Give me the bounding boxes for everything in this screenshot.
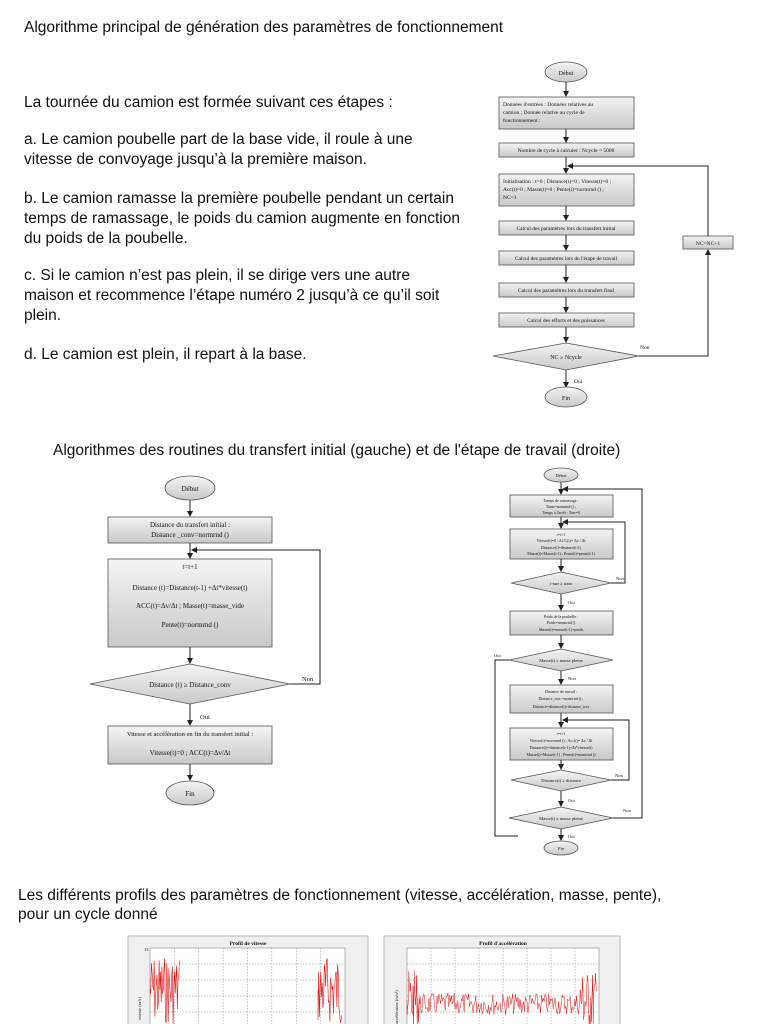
flow3-box4	[509, 684, 614, 714]
flow3-box2-line4: Masse(t)=Masse(t-1) ; Pente(t)=pente(t-1…	[527, 551, 595, 556]
flow3-box3-line2: Poids=normrnd ()	[547, 620, 576, 625]
flow3-d2-oui: Oui	[494, 653, 501, 658]
flow3-box5-line1: t=t+1	[557, 731, 566, 736]
section2-title: Algorithmes des routines du transfert in…	[53, 442, 621, 459]
flow1-init-line1: Initialisation : t=0 ; Distance(t)=0 ; V…	[503, 178, 611, 185]
flow1-calc-efforts-label: Calcul des efforts et des puissances	[527, 317, 605, 324]
flow3-box4-line2: Distance_trav =normrnd () ;	[538, 696, 583, 701]
flow1-init-box	[498, 173, 635, 207]
flow1-calc-final-label: Calcul des paramètres lors du transfert …	[518, 287, 615, 294]
flow1-end-label: Fin	[562, 396, 570, 402]
flow2-oui-label: Oui	[200, 714, 210, 721]
speed-chart-ytick: 15	[144, 947, 149, 952]
step-c: c. Si le camion n’est pas plein, il se d…	[24, 267, 440, 324]
flow3-box2-line2: Vitesse(t)=0 ; ACC(t)= Δv / Δt	[536, 538, 586, 543]
flow3-end-node	[543, 840, 579, 856]
flow2-loop-line1: t=t+1	[182, 563, 198, 571]
flow1-increment-label: NC=NC+1	[696, 241, 720, 247]
section3-title-line2: pour un cycle donné	[18, 906, 158, 923]
flow1-init-line2: Acc(t)=0 ; Masse(t)=0 ; Pente(t)=normrnd…	[503, 186, 604, 193]
flow3-end-label: Fin	[558, 846, 565, 851]
flow2-loop-box	[107, 558, 273, 648]
flow3-box5-line4: Masse(t)=Masse(t-1) ; Pente(t)=normrnd (…	[526, 752, 596, 757]
flow1-inputs-line2: camion ; Donnée relative au cycle de	[503, 110, 585, 116]
flow1-calc-initial-label: Calcul des paramètres lors du transfert …	[517, 225, 616, 232]
flow1-init-line3: NC=1	[503, 195, 517, 201]
flow3-decision2-label: Masse(t) ≥ masse pleine	[539, 658, 583, 663]
flow2-end-label: Fin	[185, 790, 195, 798]
flow1-end-node	[544, 386, 588, 408]
flow1-inputs-line3: fonctionnement :	[503, 117, 541, 124]
flow3-box3-line1: Poids de la poubelle :	[544, 614, 578, 619]
flow3-decision4-label: Masse(t) ≥ masse pleine	[539, 816, 583, 821]
speed-profile-chart: Profil de vitesse 15 vitesse (m/s)	[127, 935, 369, 1024]
speed-signal-end	[317, 958, 343, 1023]
flow3-d1-non: Non	[616, 576, 624, 581]
flow1-oui-label: Oui	[574, 379, 583, 385]
flow3-box1-line3: Temps à l'arrêt : Tarr=0	[542, 510, 579, 515]
speed-signal-start	[149, 958, 180, 1024]
step-b: b. Le camion ramasse la première poubell…	[24, 190, 460, 247]
flow1-decision-label: NC ≥ Ncycle	[550, 355, 582, 361]
flow3-box5	[509, 727, 614, 761]
section1-title: Algorithme principal de génération des p…	[24, 19, 504, 36]
flow3-decision1-label: t-tarr ≥ tram	[550, 581, 572, 586]
step-d: d. Le camion est plein, il repart à la b…	[24, 346, 307, 363]
flow2-distance-line1: Distance du transfert initial :	[150, 521, 230, 529]
flow3-decision3-label: Distance(t) ≥ distance	[541, 778, 580, 783]
flow2-end-node	[165, 780, 215, 806]
step-a: a. Le camion poubelle part de la base vi…	[24, 131, 413, 168]
flow2-velocity-line1: Vitesse et accélération en fin du transf…	[127, 731, 254, 738]
flow3-box5-line2: Vitesse(t)=normrnd () ; Acc(t)= Δv / Δt	[530, 738, 594, 743]
flow2-velocity-line2: Vitesse(t)=0 ; ACC(t)=Δv/Δt	[150, 749, 231, 757]
flow3-box4-line3: Distance=distance(t)+distance_trav	[533, 704, 590, 709]
flow2-loop-line3: ACC(t)=Δv/Δt ; Masse(t)=masse_vide	[136, 602, 244, 610]
section3-title-line1: Les différents profils des paramètres de…	[18, 887, 662, 904]
flow1-non-label: Non	[640, 345, 650, 351]
flow2-velocity-box	[107, 725, 273, 765]
flow2-loop-line2: Distance (t)=Distance(t-1) +Δt*vitesse(t…	[132, 584, 248, 592]
flow3-d3-oui: Oui	[568, 798, 575, 803]
acceleration-chart-ylabel: accélération (m/s²)	[394, 990, 399, 1024]
flow3-box1-line2: Tram=normrnd () ;	[546, 504, 576, 509]
flow2-distance-line2: Distance _conv=normrnd ()	[151, 531, 229, 539]
flow1-ncycle-label: Nombre de cycle à calculer : Ncycle = 50…	[518, 148, 615, 154]
flow1-inputs-line1: Données d'entrées : Données relatives au	[503, 102, 593, 108]
flow3-d3-non: Non	[615, 773, 623, 778]
acceleration-profile-chart: Profil d'accélération accélération (m/s²…	[383, 935, 621, 1024]
flow2-start-label: Début	[181, 485, 198, 493]
flow3-start-label: Début	[556, 473, 568, 478]
intro-text: La tournée du camion est formée suivant …	[24, 94, 393, 111]
acceleration-chart-title: Profil d'accélération	[479, 941, 527, 947]
flow3-box2-line3: Distance(t)=distance(t-1)	[541, 545, 582, 550]
speed-chart-ylabel: vitesse (m/s)	[137, 997, 142, 1020]
flow2-non-label: Non	[302, 676, 314, 683]
flow2-loop-line4: Pente(t)=normrnd ()	[162, 621, 219, 629]
flow3-box5-line3: Distance(t)=distance(t-1)+Δt*vitesse(t)	[530, 745, 594, 750]
flow1-calc-work-label: Calcul des paramètres lors de l'étape de…	[515, 256, 618, 262]
flow3-d1-oui: Oui	[568, 600, 575, 605]
flow3-d2-non: Non	[568, 676, 576, 681]
flow1-inputs-box	[498, 96, 635, 130]
flow3-d4-non: Non	[623, 808, 631, 813]
flow1-start-label: Début	[559, 71, 574, 77]
flow2-distance-box	[107, 516, 273, 544]
speed-chart-title: Profil de vitesse	[230, 941, 267, 947]
flow3-box2	[509, 528, 614, 560]
flow2-decision-label: Distance (t) ≥ Distance_conv	[149, 681, 231, 689]
acceleration-signal	[406, 970, 597, 1024]
flow3-box2-line1: t=t+1	[557, 532, 566, 537]
flow3-box4-line1: Distance de travail :	[545, 689, 577, 694]
flow3-box3-line3: Masse(t)=masse(t-1)+poids	[539, 627, 584, 632]
flow3-d4-oui: Oui	[568, 834, 575, 839]
flow3-box1-line1: Temps de ramassage :	[543, 498, 578, 503]
